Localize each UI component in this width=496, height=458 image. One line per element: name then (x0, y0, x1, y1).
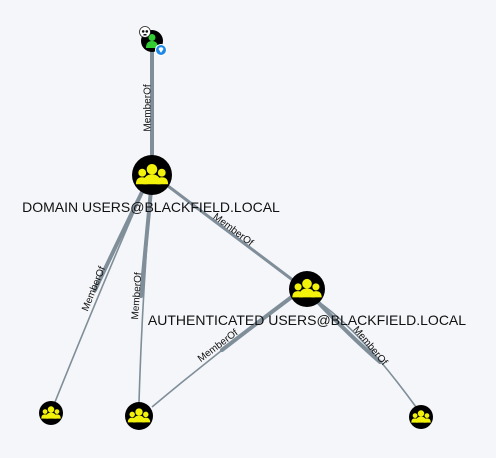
node-bottom-right-group[interactable] (409, 405, 433, 429)
edge-label-memberof: MemberOf (143, 84, 154, 131)
edge-label-memberof: MemberOf (211, 212, 256, 249)
edge-line[interactable] (162, 181, 296, 283)
node-top-user[interactable] (139, 26, 167, 56)
node-authenticated-users[interactable] (289, 271, 325, 307)
edge-bottom-mid-to-domain-users[interactable]: MemberOf (130, 188, 153, 404)
edge-label-memberof: MemberOf (130, 272, 144, 320)
node-label-domain-users: DOMAIN USERS@BLACKFIELD.LOCAL (22, 199, 280, 215)
edge-label-memberof: MemberOf (350, 324, 389, 367)
node-label-authenticated-users: AUTHENTICATED USERS@BLACKFIELD.LOCAL (148, 312, 466, 328)
edge-label-memberof: MemberOf (196, 327, 241, 364)
edge-line-thick[interactable] (314, 298, 382, 364)
edge-line-thick[interactable] (93, 182, 148, 292)
diamond-icon (155, 44, 167, 56)
node-bottom-left-group[interactable] (39, 401, 63, 425)
user-icon (146, 34, 158, 48)
edge-top-to-domain-users[interactable]: MemberOf (143, 40, 154, 162)
edge-line-thick[interactable] (220, 294, 295, 352)
edge-line-thin[interactable] (315, 299, 417, 408)
edge-line-thick[interactable] (139, 188, 153, 298)
skull-icon (139, 26, 151, 38)
edge-domain-users-to-authenticated-users[interactable]: MemberOf (162, 181, 296, 283)
node-bottom-mid-group[interactable] (125, 402, 153, 430)
node-domain-users[interactable] (132, 155, 172, 195)
